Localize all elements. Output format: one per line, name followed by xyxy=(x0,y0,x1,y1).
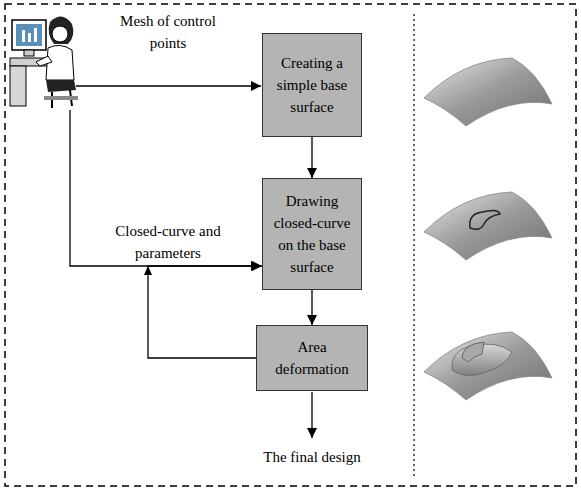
deformed-surface-image xyxy=(424,332,552,400)
outer-border xyxy=(5,4,576,486)
flow-arrow xyxy=(148,266,262,358)
base-surface-image xyxy=(424,58,552,126)
flow-label: Mesh of control points xyxy=(120,10,216,54)
process-box: Area deformation xyxy=(256,325,368,391)
flow-arrow xyxy=(311,137,312,178)
divider-line xyxy=(413,14,414,478)
junction-arrowhead xyxy=(144,266,152,275)
process-box: Creating a simple base surface xyxy=(262,33,362,137)
user-icon xyxy=(10,16,78,108)
box-text: Creating a simple base surface xyxy=(263,52,361,118)
box-text: Drawing closed-curve on the base surface xyxy=(263,190,361,278)
flow-arrow xyxy=(311,290,312,325)
process-box: Drawing closed-curve on the base surface xyxy=(262,178,362,290)
flow-label: The final design xyxy=(247,446,377,468)
output-arrow xyxy=(311,392,312,438)
input-arrow xyxy=(76,85,261,86)
box-text: Area deformation xyxy=(257,336,367,380)
input-arrow xyxy=(70,110,261,266)
flow-label: Closed-curve and parameters xyxy=(112,220,224,264)
curve-surface-image xyxy=(424,192,552,260)
